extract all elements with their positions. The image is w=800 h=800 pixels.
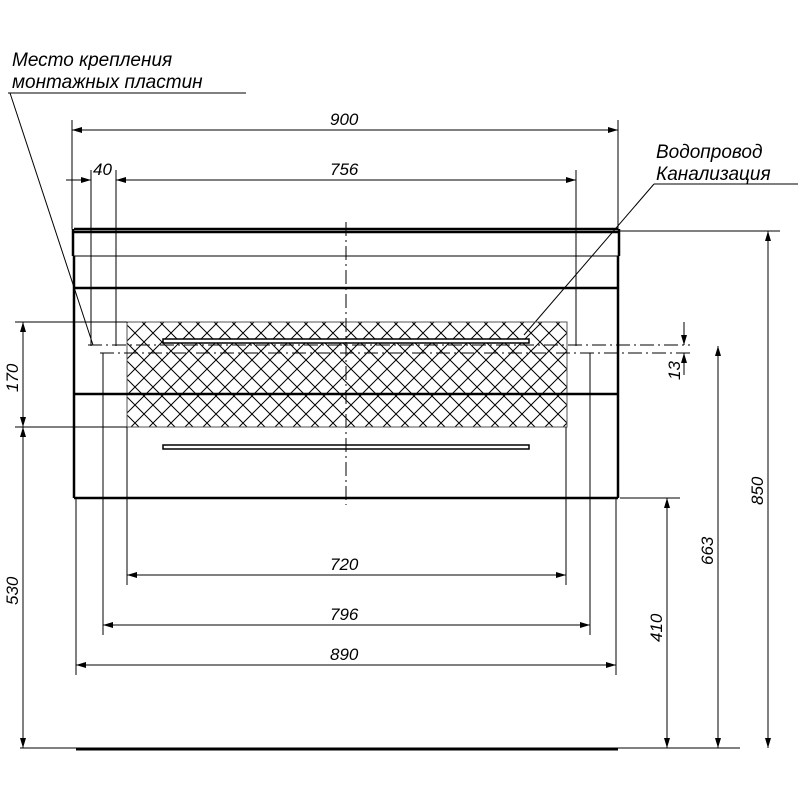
callout-line-2: монтажных пластин [12,72,203,93]
dimension-530: 530 [3,427,26,748]
callout-leader [9,92,94,346]
plumbing-callout: Водопровод Канализация [523,142,798,336]
dimension-40: 40 [66,160,576,183]
dimension-13: 13 [665,322,687,380]
svg-text:13: 13 [665,361,684,380]
dimension-756: 756 [330,160,359,179]
dimension-850: 850 [748,231,771,748]
dimension-663: 663 [698,346,721,748]
svg-text:40: 40 [93,160,112,179]
callout-drain: Канализация [656,164,771,185]
dimension-720: 720 [127,555,566,578]
dimension-900: 900 [72,110,618,133]
svg-text:530: 530 [3,576,22,605]
mounting-plates-callout: Место крепления монтажных пластин [8,50,246,346]
svg-text:756: 756 [330,160,359,179]
dimension-890: 890 [76,645,616,668]
dimension-796: 796 [103,605,590,628]
svg-text:900: 900 [330,110,359,129]
cabinet [71,222,690,505]
svg-text:663: 663 [698,536,717,565]
svg-text:720: 720 [330,555,359,574]
svg-text:796: 796 [330,605,359,624]
svg-text:410: 410 [647,613,666,642]
extension-lines [15,120,780,751]
callout-line-1: Место крепления [12,50,172,71]
svg-text:850: 850 [748,476,767,505]
callout-water: Водопровод [656,142,762,163]
dimension-410: 410 [647,498,670,748]
svg-text:890: 890 [330,645,359,664]
dimension-170: 170 [3,322,26,427]
callout-leader [523,183,655,336]
svg-text:170: 170 [3,363,22,392]
hatched-installation-zone [126,321,568,428]
